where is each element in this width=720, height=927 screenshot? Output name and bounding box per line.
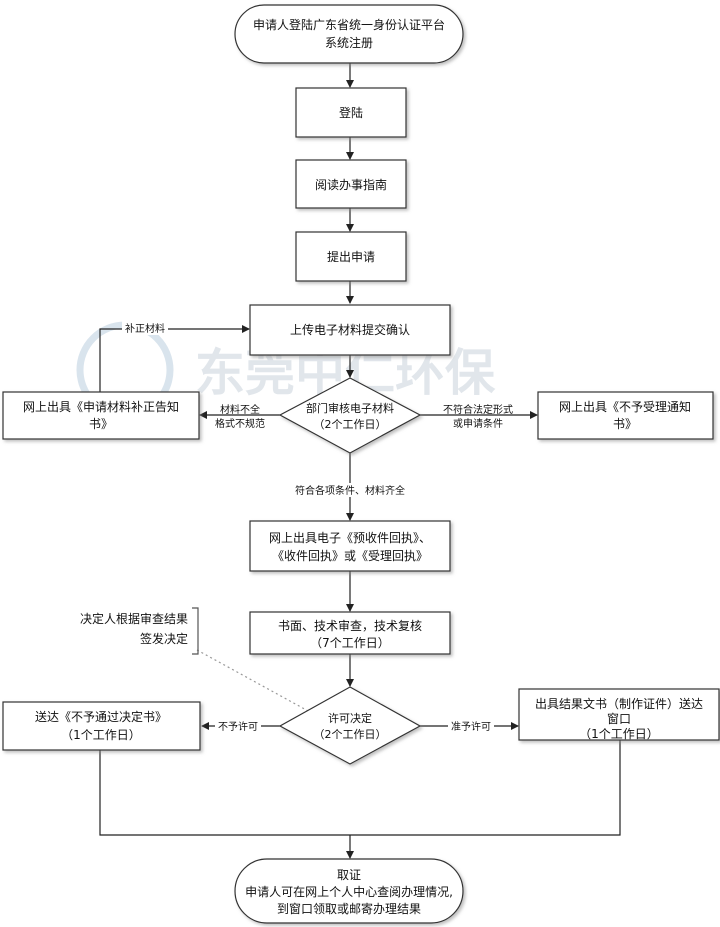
- nonconform-edge-label: 不符合法定形式或申请条件: [443, 403, 513, 430]
- edge-supplement-upload: [99, 325, 250, 392]
- supplement-notice-label: 网上出具《申请材料补正告知书》: [23, 400, 179, 431]
- reject-notice-label: 网上出具《不予受理通知书》: [559, 400, 691, 431]
- incomplete-edge-label: 材料不全格式不规范: [215, 403, 265, 430]
- start-terminal: [234, 4, 464, 64]
- connectors: [99, 63, 621, 859]
- shapes: [2, 4, 720, 924]
- node-labels: 申请人登陆广东省统一身份认证平台系统注册 登陆 阅读办事指南 提出申请 上传电子…: [23, 17, 703, 916]
- note-bracket: [192, 607, 199, 655]
- receipt-label: 网上出具电子《预收件回执》、《收件回执》或《受理回执》: [269, 531, 431, 563]
- grant-box: [518, 688, 720, 741]
- decision-note-label: 决定人根据审查结果签发决定: [80, 611, 188, 646]
- edge-grant-merge: [350, 740, 621, 836]
- login-label: 登陆: [339, 105, 363, 120]
- not-permit-edge-label: 不予许可: [218, 721, 258, 733]
- edge-note-dotted: [196, 649, 311, 713]
- upload-label: 上传电子材料提交确认: [290, 322, 410, 337]
- supplement-label-bg: [122, 321, 168, 335]
- supplement-notice-box: [2, 391, 200, 440]
- guide-label: 阅读办事指南: [315, 177, 387, 192]
- not-permit-label-bg: [215, 719, 261, 733]
- guide-box: [295, 159, 407, 209]
- decision-label: 许可决定（2个工作日）: [314, 711, 387, 741]
- receipt-box: [249, 520, 451, 572]
- conform-edge-label: 符合各项条件、材料齐全: [295, 484, 405, 497]
- grant-label: 出具结果文书（制作证件）送达窗口（1个工作日）: [535, 696, 703, 741]
- deny-box: [2, 701, 201, 751]
- tech-review-label: 书面、技术审查，技术复核（7个工作日）: [278, 618, 422, 650]
- edge-labels: 补正材料 材料不全格式不规范 不符合法定形式或申请条件 符合各项条件、材料齐全 …: [122, 321, 513, 733]
- reject-notice-box: [537, 391, 714, 440]
- apply-box: [295, 231, 407, 282]
- upload-box: [249, 304, 451, 356]
- supplement-edge-label: 补正材料: [125, 322, 165, 335]
- review-diamond: [278, 377, 422, 454]
- end-terminal: [234, 858, 464, 924]
- review-label: 部门审核电子材料（2个工作日）: [306, 401, 394, 431]
- apply-label: 提出申请: [327, 249, 375, 264]
- tech-review-box: [249, 611, 451, 655]
- edge-deny-merge: [99, 750, 350, 836]
- deny-label: 送达《不予通过决定书》（1个工作日）: [35, 709, 167, 742]
- start-label: 申请人登陆广东省统一身份认证平台系统注册: [253, 17, 445, 50]
- decision-diamond: [278, 686, 422, 765]
- permit-label-bg: [448, 719, 494, 733]
- login-box: [295, 87, 407, 138]
- conform-label-bg: [290, 483, 410, 497]
- permit-edge-label: 准予许可: [451, 721, 491, 733]
- end-label: 取证申请人可在网上个人中心查阅办理情况,到窗口领取或邮寄办理结果: [245, 868, 453, 916]
